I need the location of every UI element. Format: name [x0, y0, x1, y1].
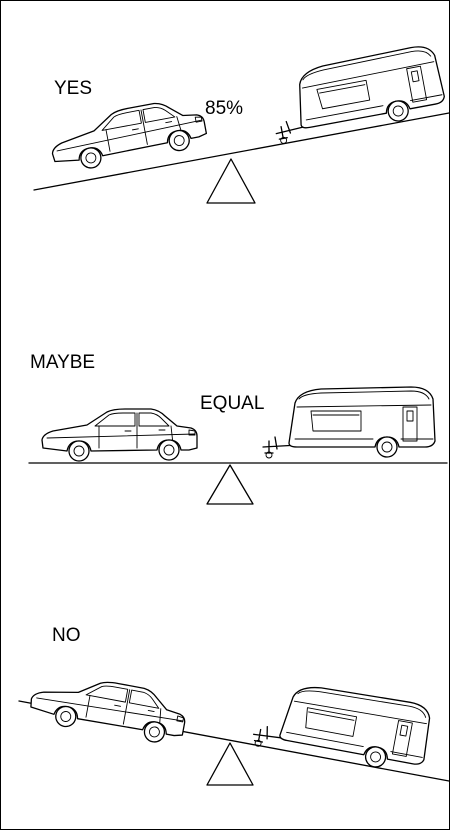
car-drawing	[28, 668, 190, 747]
pivot-triangle	[207, 743, 253, 785]
